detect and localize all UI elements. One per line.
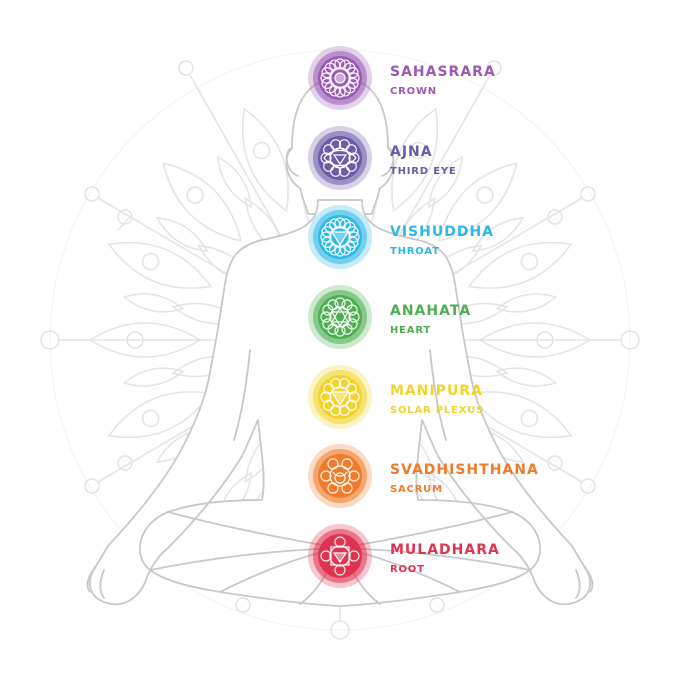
hexagram-icon (320, 297, 360, 337)
mandala-dot (520, 252, 539, 271)
chakra-sahasrara (308, 46, 372, 110)
mandala-petal (478, 322, 592, 358)
mandala-dot (126, 331, 144, 349)
mandala-petal (216, 155, 253, 209)
chakra-name: MANIPURA (390, 383, 483, 399)
mandala-petal (107, 391, 213, 439)
chakra-body-location: THROAT (390, 246, 440, 257)
mandala-petal (471, 216, 525, 253)
chakra-label-ajna: AJNA THIRD EYE (390, 144, 457, 178)
chakra-vishuddha (308, 205, 372, 269)
chakra-body-location: CROWN (390, 86, 437, 97)
mandala-dot (536, 331, 554, 349)
chakra-core (318, 136, 362, 180)
chakra-core (318, 215, 362, 259)
chakra-name: AJNA (390, 144, 433, 160)
chakra-body-location: ROOT (390, 564, 425, 575)
chakra-name: SAHASRARA (390, 64, 496, 80)
mandala-petal (241, 107, 289, 213)
chakra-manipura (308, 365, 372, 429)
mandala-petal (495, 293, 558, 313)
mandala-petal (122, 367, 185, 387)
mandala-petal (467, 241, 573, 289)
crescent-icon (320, 458, 360, 494)
mandala-dot (186, 186, 204, 204)
mandala-dot (409, 141, 428, 160)
chakra-label-muladhara: MULADHARA ROOT (390, 542, 500, 576)
mandala-petal (88, 322, 202, 358)
chakra-ajna (308, 126, 372, 190)
chakra-name: ANAHATA (390, 303, 472, 319)
chakra-body-location: THIRD EYE (390, 166, 457, 177)
third-eye-icon (320, 139, 360, 177)
chakra-label-manipura: MANIPURA SOLAR PLEXUS (390, 383, 484, 417)
chakra-stack (308, 46, 372, 588)
mandala-petal (467, 391, 573, 439)
chakra-label-svadhishthana: SVADHISHTHANA SACRUM (390, 462, 539, 496)
chakra-core (318, 375, 362, 419)
lotus-icon (320, 58, 360, 98)
chakra-muladhara (308, 524, 372, 588)
mandala-petal (391, 107, 439, 213)
downward-triangle-icon (320, 378, 360, 416)
chakra-label-anahata: ANAHATA HEART (390, 303, 471, 337)
mandala-petal (122, 293, 185, 313)
mandala-petal (437, 162, 518, 243)
mandala-petal (107, 241, 213, 289)
mandala-dot (476, 186, 494, 204)
chakra-label-vishuddha: VISHUDDHA THROAT (390, 224, 494, 258)
mandala-petal (427, 155, 464, 209)
mandala-petal (155, 216, 209, 253)
chakra-core (318, 295, 362, 339)
chakra-body-location: SOLAR PLEXUS (390, 405, 485, 416)
throat-triangle-icon (320, 217, 360, 257)
mandala-petal (162, 162, 243, 243)
chakra-body-location: HEART (390, 325, 432, 336)
square-lotus-icon (320, 536, 360, 576)
chakra-body-location: SACRUM (390, 484, 443, 495)
chakra-anahata (308, 285, 372, 349)
chakra-core (318, 534, 362, 578)
mandala-dot (252, 141, 271, 160)
mandala-dot (141, 252, 160, 271)
mandala-dot (141, 409, 160, 428)
mandala-dot (520, 409, 539, 428)
chakra-label-sahasrara: SAHASRARA CROWN (390, 64, 496, 98)
chakra-name: VISHUDDHA (390, 224, 495, 240)
chakra-name: SVADHISHTHANA (390, 462, 539, 478)
mandala-petal (495, 367, 558, 387)
chakra-svadhishthana (308, 444, 372, 508)
chakra-name: MULADHARA (390, 542, 500, 558)
